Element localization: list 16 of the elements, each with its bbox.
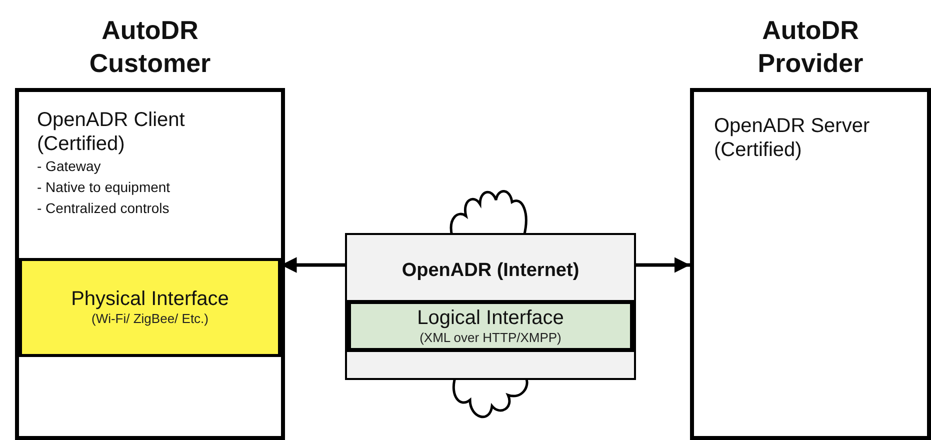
node-text: Logical Interface xyxy=(416,306,565,330)
arrow xyxy=(636,257,690,273)
node-text: Physical Interface xyxy=(70,287,230,311)
interface-box xyxy=(347,300,634,352)
node-text: OpenADR Server (Certified) xyxy=(714,114,871,162)
node-text: - Centralized controls xyxy=(37,199,170,218)
interface-box xyxy=(19,258,281,357)
node-text: (Wi-Fi/ ZigBee/ Etc.) xyxy=(90,311,210,327)
node-text: - Gateway xyxy=(37,157,102,176)
heading: AutoDR Customer xyxy=(88,14,212,80)
node-text: (XML over HTTP/XMPP) xyxy=(418,330,562,346)
node-text: OpenADR Client (Certified) xyxy=(37,108,186,156)
node-text: - Native to equipment xyxy=(37,178,172,197)
node-text: OpenADR (Internet) xyxy=(400,259,580,283)
internet-box xyxy=(345,233,636,380)
heading: AutoDR Provider xyxy=(756,14,864,80)
